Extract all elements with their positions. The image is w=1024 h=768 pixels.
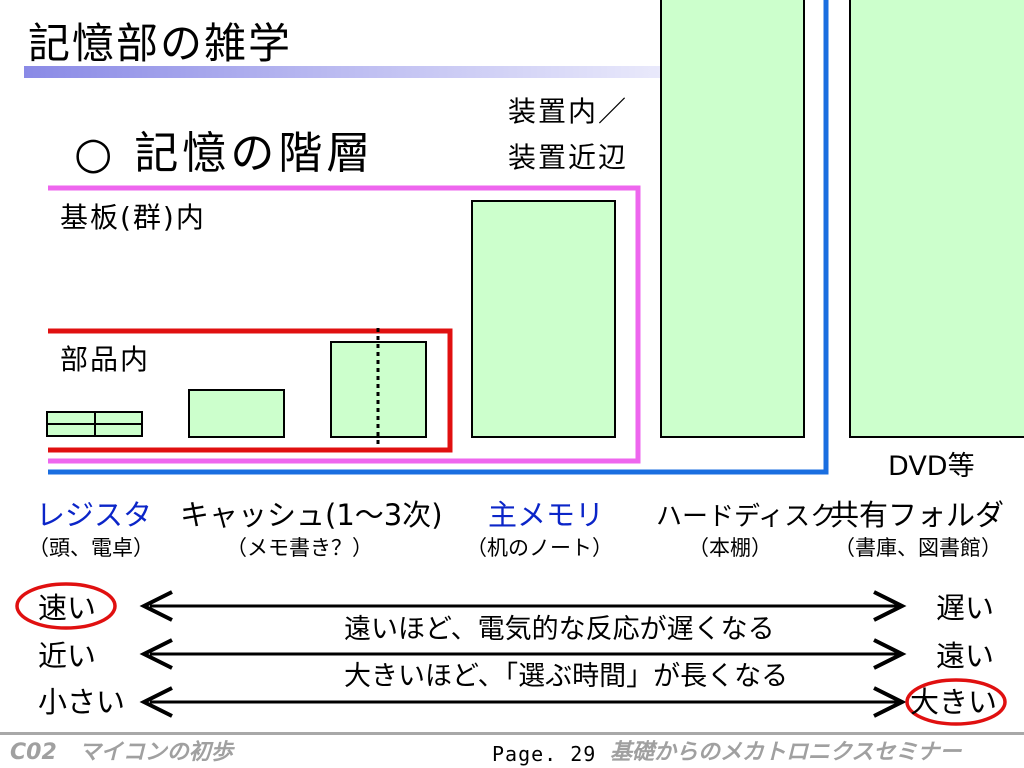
comparison-left-near: 近い bbox=[38, 639, 97, 673]
tier-sub-register: （頭、電卓） bbox=[28, 536, 154, 560]
dvd-label: DVD等 bbox=[888, 451, 975, 482]
component-boundary bbox=[48, 328, 453, 453]
circle-fast bbox=[15, 582, 117, 630]
comparison-right-large: 大きい bbox=[910, 685, 998, 719]
arrow-speed bbox=[139, 590, 907, 622]
main-memory-box bbox=[471, 200, 616, 438]
caption-size: 大きいほど、「選ぶ時間」が長くなる bbox=[344, 661, 789, 692]
device-boundary bbox=[48, 0, 829, 475]
zone-label-device-line2: 装置近辺 bbox=[508, 141, 629, 174]
tier-label-register: レジスタ bbox=[36, 498, 153, 532]
tier-label-hard-disk: ハードディスク bbox=[656, 502, 837, 532]
tier-sub-shared-folder: （書庫、図書館） bbox=[834, 536, 1002, 560]
caption-distance: 遠いほど、電気的な反応が遅くなる bbox=[344, 614, 775, 645]
tier-sub-cache: （メモ書き？） bbox=[226, 536, 373, 560]
zone-label-device-line1: 装置内／ bbox=[508, 95, 629, 128]
comparison-arrows bbox=[15, 582, 1007, 726]
zone-label-board: 基板(群)内 bbox=[60, 201, 206, 234]
circle-large bbox=[905, 678, 1007, 726]
tier-label-cache: キャッシュ(1～3次) bbox=[180, 498, 443, 532]
cache-box bbox=[188, 389, 285, 438]
tier-sub-main-memory: （机のノート） bbox=[466, 536, 613, 560]
comparison-left-small: 小さい bbox=[38, 685, 126, 719]
board-boundary bbox=[48, 185, 641, 464]
zone-label-component: 部品内 bbox=[60, 343, 151, 376]
footer-rule bbox=[0, 732, 1024, 735]
cache-chip-box bbox=[330, 341, 427, 438]
tier-sub-hard-disk: （本棚） bbox=[688, 536, 772, 560]
footer-page-number: Page. 29 bbox=[492, 742, 597, 766]
comparison-right-slow: 遅い bbox=[936, 591, 995, 625]
hard-disk-box bbox=[660, 0, 805, 438]
shared-folder-box bbox=[849, 0, 1024, 438]
slide-title: 記憶部の雑学 bbox=[28, 19, 293, 68]
zone-label-device: 装置内／ 装置近辺 bbox=[508, 94, 658, 176]
tier-label-main-memory: 主メモリ bbox=[488, 498, 605, 532]
section-heading: ○ 記憶の階層 bbox=[74, 128, 375, 179]
tier-label-shared-folder: 共有フォルダ bbox=[830, 498, 1005, 532]
hierarchy-diagram bbox=[46, 0, 1024, 475]
arrow-size bbox=[139, 686, 907, 718]
footer-series: 基礎からのメカトロニクスセミナー bbox=[610, 740, 962, 765]
comparison-right-far: 遠い bbox=[936, 639, 995, 673]
arrow-distance bbox=[139, 638, 907, 670]
comparison-left-fast: 速い bbox=[38, 591, 97, 625]
footer-course: C02 マイコンの初歩 bbox=[10, 740, 233, 765]
title-underline bbox=[24, 66, 660, 78]
